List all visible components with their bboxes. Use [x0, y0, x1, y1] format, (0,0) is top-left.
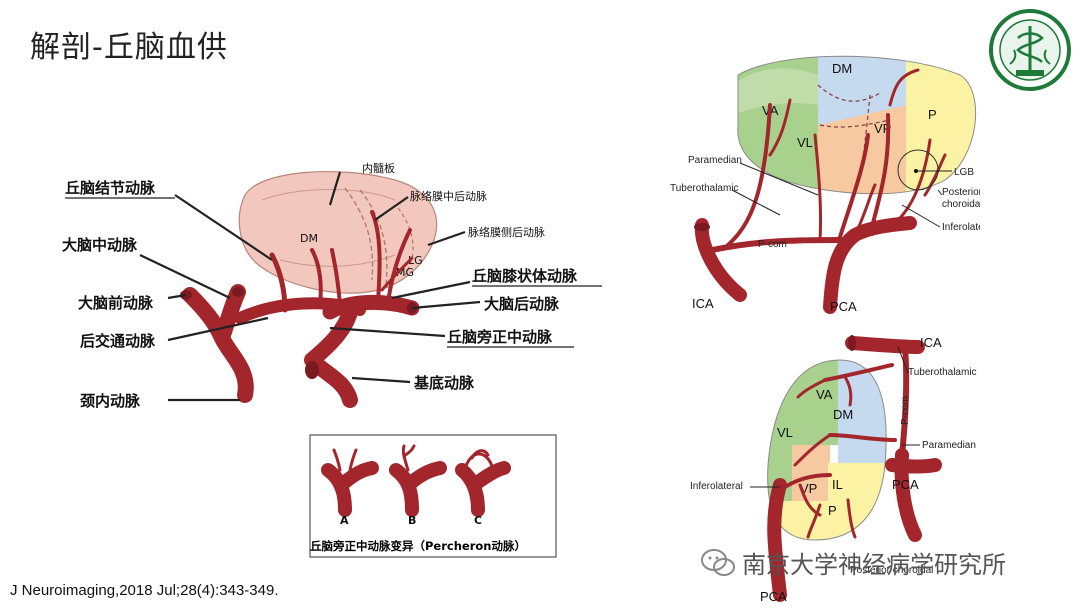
variant-c-label: C	[474, 514, 482, 527]
label-pcom: P-com	[900, 396, 911, 425]
thalamus-body	[238, 170, 438, 294]
label-tuberothalamic: Tuberothalamic	[670, 183, 739, 194]
label-basilar: 基底动脉	[413, 374, 475, 392]
variant-a-label: A	[340, 514, 349, 527]
label-posterior-choroidal: Posterior choroidal	[850, 565, 933, 576]
variant-b-label: B	[408, 514, 416, 527]
region-dm: DM	[832, 61, 852, 76]
label-tuberothalamic: Tuberothalamic	[908, 367, 977, 378]
label-geniculate: 丘脑膝状体动脉	[472, 267, 578, 285]
label-pcom: P-com	[758, 239, 787, 250]
region-vp: VP	[800, 481, 817, 496]
region-p: P	[828, 503, 837, 518]
region-p: P	[928, 107, 937, 122]
left-thalamus-diagram: DM LG MG 内髓板 脉络膜中后动脉 脉络膜侧后动脉 丘脑结节动脉 大脑中动…	[62, 161, 602, 558]
label-inferolateral: Inferolateral	[942, 222, 980, 233]
label-mca: 大脑中动脉	[62, 236, 138, 254]
variant-a	[321, 448, 379, 517]
citation: J Neuroimaging,2018 Jul;28(4):343-349.	[10, 582, 279, 599]
label-pca: PCA	[830, 299, 857, 314]
label-ica: ICA	[920, 335, 942, 350]
slide-title: 解剖-丘脑血供	[30, 30, 228, 65]
region-vl: VL	[777, 425, 793, 440]
inset-caption: 丘脑旁正中动脉变异（Percheron动脉）	[310, 539, 526, 553]
label-post-med-choroidal: 脉络膜中后动脉	[410, 189, 487, 203]
variant-b	[389, 444, 447, 517]
region-dm: DM	[833, 407, 853, 422]
percheron-inset	[309, 434, 557, 558]
label-pcom: 后交通动脉	[80, 332, 156, 350]
label-ica: 颈内动脉	[79, 392, 141, 410]
region-vl: VL	[797, 135, 813, 150]
label-thalamogeniculate: 丘脑结节动脉	[65, 179, 156, 197]
dm-label: DM	[300, 232, 318, 245]
label-posterior-1: Posterior	[942, 187, 980, 198]
right-top-diagram: DM VA VL VP P Paramedian Tuberothalamic …	[670, 55, 980, 314]
wechat-watermark: 南京大学神经病学研究所	[700, 545, 1006, 580]
label-inferolateral: Inferolateral	[690, 481, 743, 492]
variant-c	[455, 449, 511, 517]
wechat-icon	[701, 548, 735, 576]
label-paramedian: Paramedian	[922, 440, 976, 451]
label-posterior-2: choroidal	[942, 199, 980, 210]
label-paramedian: 丘脑旁正中动脉	[447, 328, 553, 346]
label-post-lat-choroidal: 脉络膜侧后动脉	[468, 225, 545, 239]
region-va: VA	[816, 387, 833, 402]
label-pca-right: PCA	[892, 477, 919, 492]
right-bottom-diagram: VA DM VL VP IL P ICA Tuberothalamic P-co…	[690, 335, 977, 604]
region-il: IL	[832, 477, 843, 492]
university-logo	[989, 9, 1071, 91]
label-lgb: LGB	[954, 167, 974, 178]
label-ica: ICA	[692, 296, 714, 311]
left-arteries	[182, 210, 420, 408]
label-aca: 大脑前动脉	[78, 294, 154, 312]
label-paramedian: Paramedian	[688, 155, 742, 166]
label-pca-bottom: PCA	[760, 589, 787, 604]
label-pca: 大脑后动脉	[484, 295, 560, 313]
label-neisuiban: 内髓板	[362, 161, 395, 175]
watermark-text: 南京大学神经病学研究所	[742, 551, 1006, 579]
